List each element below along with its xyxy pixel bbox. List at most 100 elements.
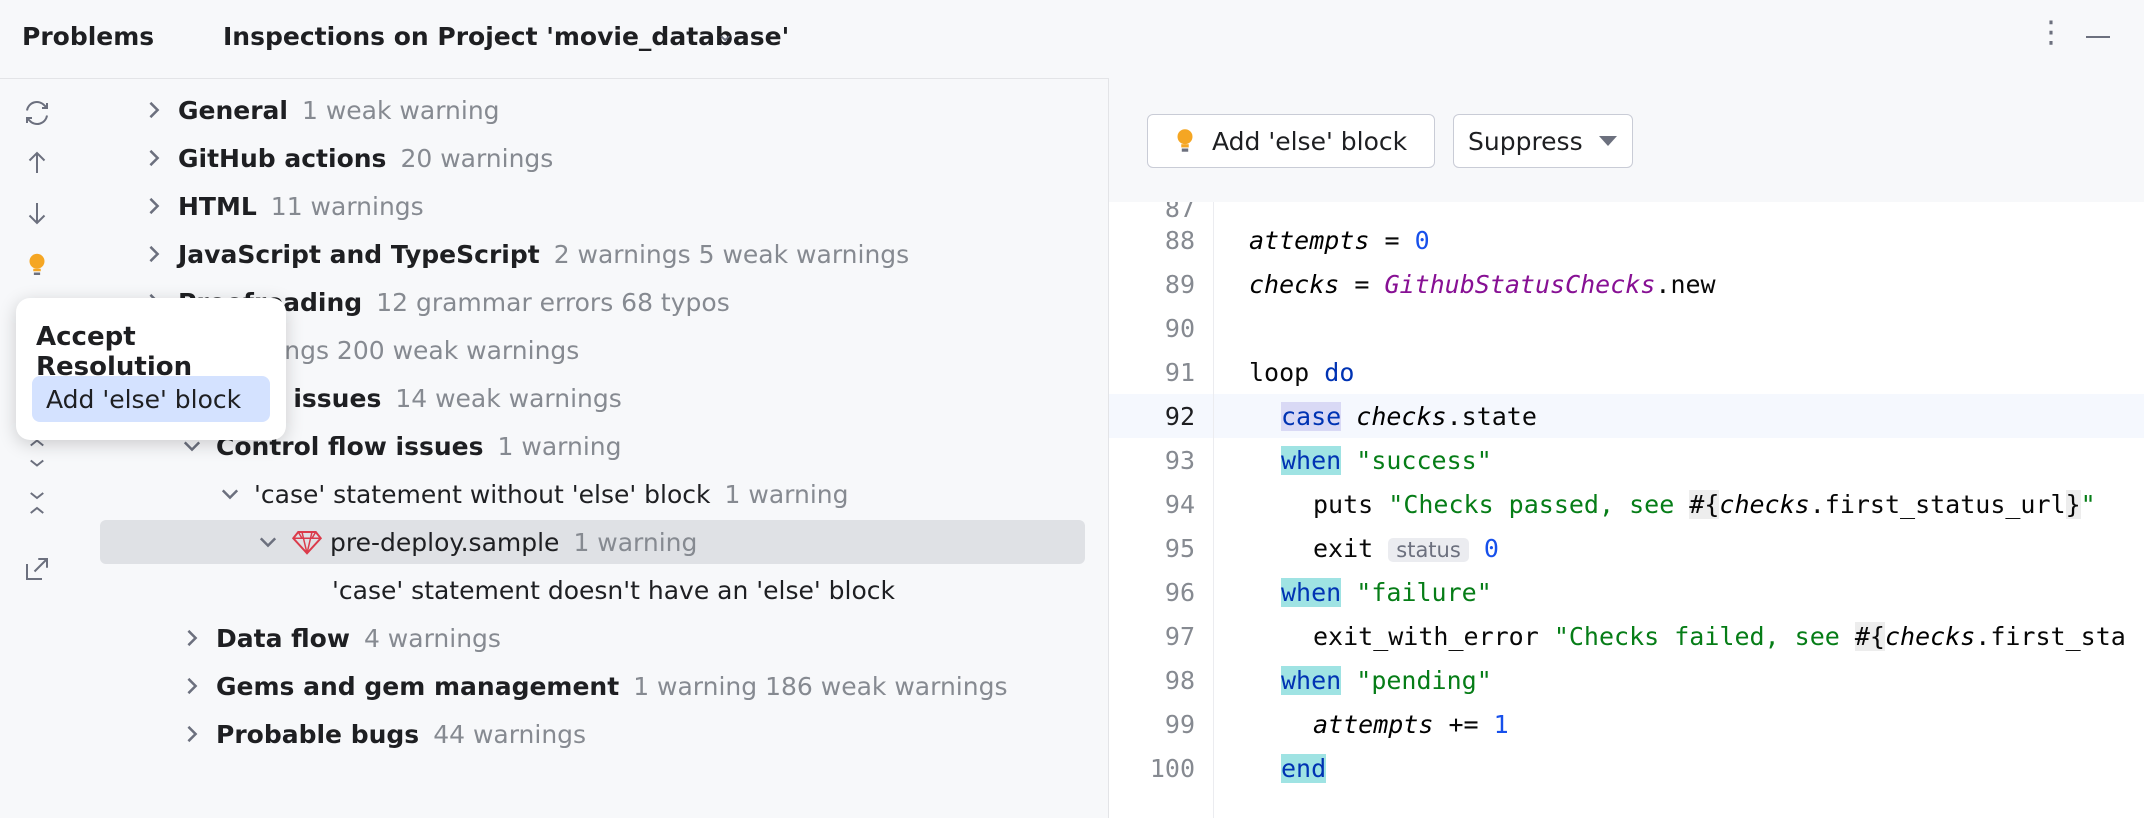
problems-header: Problems Inspections on Project 'movie_d… [0, 0, 2144, 79]
suppress-dropdown[interactable]: Suppress [1453, 114, 1633, 168]
tree-node-count: 1 warning [573, 527, 698, 557]
tree-node-label: GitHub actions [178, 143, 387, 173]
caret-down-icon [1598, 136, 1617, 146]
tree-node-count: 20 warnings [400, 143, 554, 173]
popup-title: Accept Resolution [36, 322, 193, 382]
tree-node-pre-deploy-sample[interactable]: pre-deploy.sample 1 warning [100, 520, 1085, 564]
line-number: 95 [1164, 534, 1195, 563]
arrow-up-icon[interactable] [20, 146, 54, 180]
chevron-right-icon[interactable] [140, 96, 168, 124]
tree-node-count: 1 warning 186 weak warnings [633, 671, 1008, 701]
quick-fix-bar: Add 'else' block Suppress [1109, 78, 2144, 203]
ruby-file-icon [292, 527, 322, 557]
tree-node-gems[interactable]: Gems and gem management 1 warning 186 we… [178, 664, 1163, 708]
tree-node-count: 2 warnings 5 weak warnings [553, 239, 910, 269]
tree-node-control-flow-issues[interactable]: Control flow issues 1 warning [178, 424, 1163, 468]
pane-splitter[interactable] [1108, 78, 1109, 818]
line-number: 93 [1164, 446, 1195, 475]
bulb-icon[interactable] [20, 248, 54, 282]
tree-node-count: 14 weak warnings [395, 383, 622, 413]
line-number: 88 [1164, 226, 1195, 255]
line-number: 100 [1149, 754, 1195, 783]
tree-node-label: JavaScript and TypeScript [178, 239, 540, 269]
tree-node-proofreading[interactable]: Proofreading 12 grammar errors 68 typos [140, 280, 1125, 324]
code-line-93: when "success" [1281, 446, 1492, 475]
chevron-down-icon[interactable] [216, 480, 244, 508]
chevron-right-icon[interactable] [178, 720, 206, 748]
tree-node-label: 'case' statement doesn't have an 'else' … [332, 575, 896, 605]
code-line-95: exit status 0 [1313, 534, 1499, 563]
line-number: 97 [1164, 622, 1195, 651]
tree-node-general[interactable]: General 1 weak warning [140, 88, 1125, 132]
popup-item-add-else-block[interactable]: Add 'else' block [32, 376, 270, 422]
tree-node-label: HTML [178, 191, 257, 221]
tree-node-javascript-typescript[interactable]: JavaScript and TypeScript 2 warnings 5 w… [140, 232, 1125, 276]
problems-tree: General 1 weak warning GitHub actions 20… [100, 88, 1090, 788]
tree-node-count: 44 warnings [433, 719, 587, 749]
chevron-down-icon[interactable]: ⌄ [716, 22, 735, 47]
line-number: 94 [1164, 490, 1195, 519]
tree-node-case-without-else[interactable]: 'case' statement without 'else' block 1 … [216, 472, 1201, 516]
code-line-91: loop do [1249, 358, 1355, 387]
chevron-right-icon[interactable] [178, 672, 206, 700]
code-line-97: exit_with_error "Checks failed, see #{ch… [1313, 622, 2126, 651]
suppress-label: Suppress [1468, 126, 1583, 156]
add-else-block-button[interactable]: Add 'else' block [1147, 114, 1435, 168]
code-line-92: case checks.state [1281, 402, 1537, 431]
collapse-all-icon[interactable] [20, 486, 54, 520]
line-number: 99 [1164, 710, 1195, 739]
tree-node-label: pre-deploy.sample [330, 527, 560, 557]
preview-pane: Add 'else' block Suppress 87 88 89 90 91… [1109, 78, 2144, 818]
line-number-gutter: 87 88 89 90 91 92 93 94 95 96 97 98 99 1… [1109, 202, 1214, 818]
parameter-hint: status [1388, 538, 1469, 562]
line-number: 91 [1164, 358, 1195, 387]
problems-title: Problems [22, 22, 155, 51]
arrow-down-icon[interactable] [20, 196, 54, 230]
line-number: 90 [1164, 314, 1195, 343]
code-line-89: checks = GithubStatusChecks.new [1249, 270, 1716, 299]
chevron-right-icon[interactable] [140, 240, 168, 268]
add-else-block-label: Add 'else' block [1212, 126, 1408, 156]
tree-node-count: 4 warnings [363, 623, 501, 653]
export-icon[interactable] [20, 552, 54, 586]
more-options-icon[interactable]: ⋮ [2036, 15, 2066, 50]
chevron-right-icon[interactable] [140, 144, 168, 172]
chevron-right-icon[interactable] [140, 192, 168, 220]
code-line-98: when "pending" [1281, 666, 1492, 695]
tree-node-github-actions[interactable]: GitHub actions 20 warnings [140, 136, 1125, 180]
tree-node-label: Probable bugs [216, 719, 420, 749]
code-line-96: when "failure" [1281, 578, 1492, 607]
line-number: 87 [1164, 202, 1195, 223]
tree-node-html[interactable]: HTML 11 warnings [140, 184, 1125, 228]
code-line-94: puts "Checks passed, see #{checks.first_… [1313, 490, 2096, 519]
tree-node-problem-description[interactable]: 'case' statement doesn't have an 'else' … [332, 568, 1317, 612]
code-editor[interactable]: 87 88 89 90 91 92 93 94 95 96 97 98 99 1… [1109, 202, 2144, 818]
line-number-current: 92 [1164, 402, 1195, 431]
line-number: 89 [1164, 270, 1195, 299]
current-line-highlight [1109, 394, 2144, 438]
tree-node-label: Data flow [216, 623, 350, 653]
minimize-icon[interactable] [2086, 36, 2110, 38]
code-line-88: attempts = 0 [1249, 226, 1430, 255]
tree-node-ruby[interactable]: 0 warnings 200 weak warnings [140, 328, 1125, 372]
tree-node-probable-bugs[interactable]: Probable bugs 44 warnings [178, 712, 1163, 756]
line-number: 96 [1164, 578, 1195, 607]
tree-node-count: 1 weak warning [302, 95, 500, 125]
refresh-icon[interactable] [20, 96, 54, 130]
chevron-right-icon[interactable] [178, 624, 206, 652]
inspection-scope-dropdown[interactable]: Inspections on Project 'movie_database' [223, 22, 790, 51]
tree-node-label: 'case' statement without 'else' block [254, 479, 711, 509]
bulb-icon [1177, 129, 1193, 152]
tree-node-label: General [178, 95, 288, 125]
left-toolbar [0, 78, 72, 818]
tree-node-code-style-issues[interactable]: style issues 14 weak warnings [178, 376, 1163, 420]
line-number: 98 [1164, 666, 1195, 695]
tree-node-count: 1 warning [497, 431, 622, 461]
accept-resolution-popup: Accept Resolution Add 'else' block [16, 298, 286, 440]
tree-node-data-flow[interactable]: Data flow 4 warnings [178, 616, 1163, 660]
tree-node-count: 12 grammar errors 68 typos [376, 287, 730, 317]
chevron-down-icon[interactable] [178, 432, 206, 460]
expand-all-icon[interactable] [20, 436, 54, 470]
code-line-99: attempts += 1 [1313, 710, 1509, 739]
chevron-down-icon[interactable] [254, 528, 282, 556]
